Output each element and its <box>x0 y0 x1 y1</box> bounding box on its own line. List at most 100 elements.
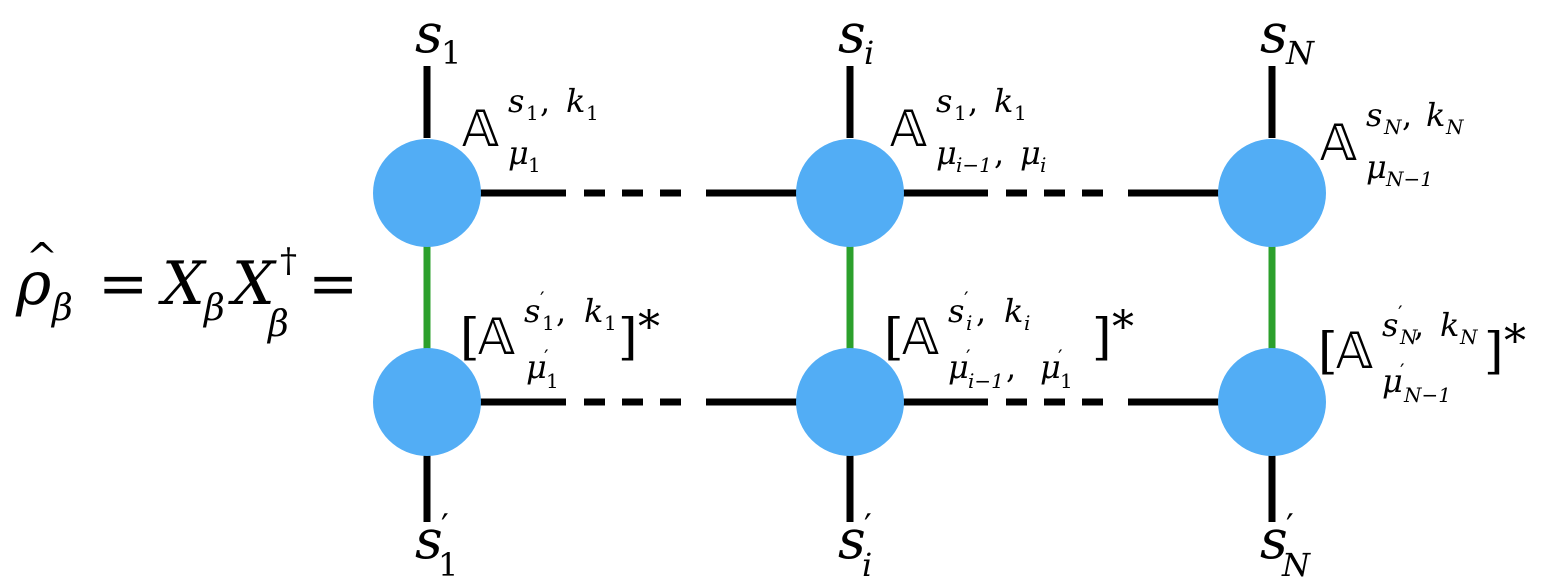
sup-s-sub: i <box>966 311 972 335</box>
top-index-site-N-sub: N <box>1285 34 1315 72</box>
sup-k-sub: N <box>1459 325 1479 349</box>
sub-mu-prime: ′ <box>1400 359 1405 383</box>
physical-index-labels: s 1 s i s N s ′ 1 s ′ i s ′ N <box>415 2 1315 584</box>
sup-s: s <box>1366 96 1382 134</box>
rho-subscript-beta: β <box>50 288 73 329</box>
top-index-site-1-sub: 1 <box>441 34 461 72</box>
sup-comma: , <box>976 292 986 330</box>
tensor-symbol: 𝔸 <box>902 308 939 366</box>
sub-mu1: μ <box>948 348 969 386</box>
sup-s-sub: 1 <box>542 311 555 335</box>
upper-tensor-label-site-N: 𝔸 s N , k N μ N−1 <box>1320 96 1465 191</box>
upper-tensor-node-site-1 <box>373 139 481 247</box>
sub-comma: , <box>1006 348 1016 386</box>
tensor-symbol: 𝔸 <box>1336 322 1373 380</box>
second-equals-sign: = <box>308 249 358 319</box>
sub-comma: , <box>994 134 1004 172</box>
sub-mu1-prime: ′ <box>966 345 971 369</box>
open-bracket: [ <box>460 308 480 366</box>
bottom-index-site-i-sub: i <box>862 546 872 584</box>
sub-mu: μ <box>508 134 529 172</box>
physical-legs <box>423 66 1276 522</box>
sub-mu-sub: N−1 <box>1385 167 1433 191</box>
bottom-index-site-N-sub: N <box>1281 546 1311 584</box>
tensor-symbol: 𝔸 <box>1320 114 1357 172</box>
upper-tensor-labels: 𝔸 s 1 , k 1 μ 1 𝔸 s 1 , k 1 μ i−1 , μ i … <box>462 82 1465 191</box>
sub-mu: μ <box>526 348 547 386</box>
sup-k-sub: 1 <box>1014 101 1027 125</box>
bottom-index-site-N-prime: ′ <box>1286 507 1294 547</box>
sup-s-prime: ′ <box>1398 301 1403 325</box>
sup-k-sub: 1 <box>586 101 599 125</box>
top-index-site-i-sub: i <box>864 34 874 72</box>
sup-s-sub: 1 <box>526 101 539 125</box>
sup-comma: , <box>556 292 566 330</box>
bottom-index-site-N: s <box>1260 508 1288 571</box>
lower-tensor-label-site-N: [ 𝔸 s ′ N , k N ] * μ ′ N−1 <box>1318 301 1526 407</box>
first-equals-sign: = <box>98 249 148 319</box>
sup-comma: , <box>540 82 550 120</box>
x-dagger-symbol: X <box>228 249 277 319</box>
conjugate-star: * <box>1112 302 1134 353</box>
lower-tensor-label-site-1: [ 𝔸 s ′ 1 , k 1 ] * μ ′ 1 <box>460 287 660 393</box>
sup-s-sub: N <box>1399 325 1419 349</box>
sup-k: k <box>994 82 1013 120</box>
lower-tensor-node-site-N <box>1218 348 1326 456</box>
bottom-index-site-i-prime: ′ <box>864 507 872 547</box>
upper-tensor-node-site-N <box>1218 139 1326 247</box>
open-bracket: [ <box>884 308 904 366</box>
sup-comma: , <box>968 82 978 120</box>
close-bracket: ] <box>618 308 638 366</box>
bottom-index-site-1: s <box>415 508 443 571</box>
bottom-index-site-1-sub: 1 <box>438 546 458 584</box>
sub-mu2-sub: i <box>1040 153 1046 177</box>
sub-mu1: μ <box>936 134 957 172</box>
x-dagger-subscript-beta: β <box>266 304 289 345</box>
sup-s: s <box>1382 306 1398 344</box>
sup-s: s <box>948 292 964 330</box>
sup-k: k <box>566 82 585 120</box>
tensor-symbol: 𝔸 <box>478 308 515 366</box>
bottom-index-site-1-prime: ′ <box>441 507 449 547</box>
upper-tensor-node-site-i <box>796 139 904 247</box>
sup-k: k <box>1426 96 1445 134</box>
sup-s: s <box>936 82 952 120</box>
sub-mu-prime: ′ <box>544 345 549 369</box>
sup-comma: , <box>1402 96 1412 134</box>
sup-s-sub: 1 <box>954 101 967 125</box>
sup-k-sub: N <box>1445 115 1465 139</box>
sup-comma: , <box>1414 306 1424 344</box>
sub-mu-sub: 1 <box>546 369 559 393</box>
lower-tensor-node-site-i <box>796 348 904 456</box>
sup-s: s <box>524 292 540 330</box>
open-bracket: [ <box>1318 322 1338 380</box>
sub-mu1-sub: i−1 <box>956 153 992 177</box>
close-bracket: ] <box>1484 322 1504 380</box>
rho-symbol: ρ <box>15 249 51 319</box>
upper-tensor-label-site-i: 𝔸 s 1 , k 1 μ i−1 , μ i <box>890 82 1046 177</box>
tensor-symbol: 𝔸 <box>890 100 927 158</box>
x-symbol: X <box>158 249 207 319</box>
tensor-symbol: 𝔸 <box>462 100 499 158</box>
sub-mu: μ <box>1366 148 1387 186</box>
tensor-nodes <box>373 139 1326 456</box>
sub-mu2: μ <box>1040 348 1061 386</box>
sub-mu-sub: 1 <box>528 153 541 177</box>
x-subscript-beta: β <box>202 288 225 329</box>
sup-k: k <box>1440 306 1459 344</box>
sup-s-prime: ′ <box>540 287 545 311</box>
conjugate-star: * <box>1504 316 1526 367</box>
sup-k: k <box>584 292 603 330</box>
bottom-index-site-i: s <box>838 508 866 571</box>
lower-tensor-labels: [ 𝔸 s ′ 1 , k 1 ] * μ ′ 1 [ 𝔸 s ′ i , k … <box>460 287 1526 407</box>
sup-k-sub: i <box>1024 311 1030 335</box>
top-index-site-N: s <box>1260 2 1288 65</box>
close-bracket: ] <box>1092 308 1112 366</box>
conjugate-star: * <box>638 302 660 353</box>
dagger-superscript: † <box>280 241 297 281</box>
sub-mu: μ <box>1382 362 1403 400</box>
sup-s-prime: ′ <box>964 287 969 311</box>
lower-tensor-node-site-1 <box>373 348 481 456</box>
sup-s: s <box>508 82 524 120</box>
